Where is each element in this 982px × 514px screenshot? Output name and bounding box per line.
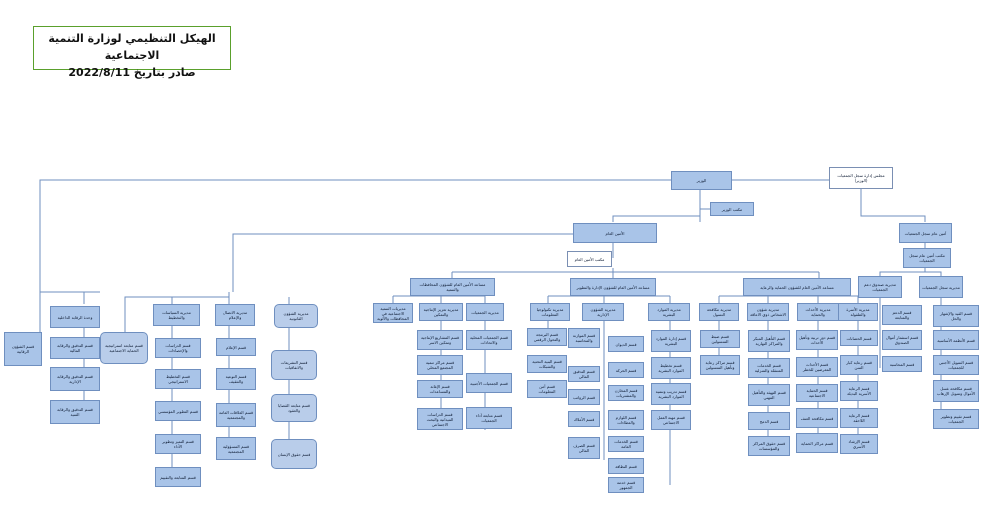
gov-unit-1: قسم المشاريع الإنتاجية وتمكين الاسر	[417, 330, 463, 350]
fund-unit-2: قسم استثمار أموال الصندوق	[882, 330, 922, 350]
unit-audit-box: وحدة الرقابة الداخلية	[50, 306, 100, 328]
assoc-unit-2: قسم الجمعيات الأجنبية	[466, 373, 512, 393]
juven-unit-2: قسم الأحداث المعرضين للخطر	[796, 357, 838, 377]
admin-unit-1: قسم الديوان	[608, 336, 644, 352]
fin-unit-2: قسم التدقيق المالي	[568, 366, 600, 382]
dir-assoc-box: مديرية الجمعيات	[466, 303, 504, 321]
fin-unit-5: قسم الصرف المالي	[568, 437, 600, 459]
dir-it-box: مديرية تكنولوجيا المعلومات	[530, 303, 570, 321]
soc-sec-general-box: أمين عام سجل الجمعيات	[899, 223, 952, 243]
unit-strategy-box: قسم متابعة استراتيجية الحماية الاجتماعية	[100, 332, 148, 364]
sg-office-box: مكتب الأمين العام	[567, 251, 612, 267]
reg-unit-1: قسم القيد والإشهار والحل	[933, 305, 979, 327]
media-unit-2: قسم التوعية والتثقيف	[216, 368, 256, 390]
family-unit-5: قسم الإرشاد الأسري	[840, 434, 878, 454]
gov-unit-3: قسم الإغاثة والمساعدات	[417, 380, 463, 398]
hr-unit-4: قسم مهنة العمل الاجتماعي	[651, 410, 691, 430]
dir-disab-box: مديرية شؤون الاشخاص ذوي الاعاقة	[747, 303, 789, 321]
legal-unit-2: قسم متابعة القضايا والعقود	[271, 394, 317, 422]
assoc-unit-1: قسم الجمعيات المحلية والاتحادات	[466, 330, 512, 350]
admin-unit-4: قسم اللوازم والعطاءات	[608, 410, 644, 430]
juven-unit-5: قسم مراكز الحماية	[796, 433, 838, 453]
family-unit-2: قسم رعاية كبار السن	[840, 355, 878, 375]
media-unit-4: قسم المسؤولية المجتمعية	[216, 437, 256, 460]
juven-unit-3: قسم الحماية الاجتماعية	[796, 384, 838, 402]
dir-media-box: مديرية الاتصال والإعلام	[215, 304, 255, 326]
dir-policy-box: مديرية السياسات والتخطيط	[153, 304, 200, 326]
title-line-2: صادر بتاريخ 2022/8/11	[68, 66, 196, 79]
unit-tech-box: قسم التدقيق والرقابة الفنية	[50, 400, 100, 424]
reg-unit-5: قسم تقييم وتطوير الجمعيات	[933, 409, 979, 429]
fin-unit-3: قسم الرواتب	[568, 389, 600, 405]
family-unit-4: قسم الرعاية اللاحقة	[840, 408, 878, 428]
admin-unit-7: قسم خدمة الجمهور	[608, 477, 644, 493]
dir-field-box: مديريات التنمية الاجتماعية في المحافظات …	[373, 303, 413, 323]
asst-care-box: مساعد الأمين العام للشؤون الحماية والرعا…	[743, 278, 851, 296]
beggar-unit-2: قسم مراكز رعاية وتأهيل المتسولين	[700, 355, 740, 375]
beggar-unit-1: قسم ضبط المتسولين	[700, 330, 740, 348]
title-line-1: الهيكل التنظيمي لوزارة التنمية الاجتماعي…	[48, 32, 216, 62]
reg-unit-2: قسم الأنظمة الأساسية	[933, 330, 979, 350]
dir-gov-support-box: مديرية تعزيز الإنتاجية والتمكين	[419, 303, 463, 321]
fund-unit-3: قسم المحاسبة	[882, 356, 922, 372]
dir-juven-box: مديرية الأحداث والحماية	[797, 303, 839, 321]
it-unit-1: قسم البرمجة والتحول الرقمي	[527, 328, 567, 346]
asst-gov-box: مساعد الأمين العام للشؤون المحافظات والت…	[410, 278, 495, 296]
juven-unit-1: قسم دور تربية وتأهيل الأحداث	[796, 330, 838, 350]
unit-inspect-box: قسم التدقيق والرقابة المالية	[50, 337, 100, 359]
dir-family-box: مديرية الأسرة والطفولة	[838, 303, 878, 321]
fin-unit-1: قسم الموازنة والمحاسبة	[568, 328, 600, 348]
it-unit-2: قسم البنية التحتية والشبكات	[527, 355, 567, 373]
admin-unit-6: قسم النظافة	[608, 458, 644, 474]
legal-unit-1: قسم التشريعات والاتفاقيات	[271, 350, 317, 380]
hr-unit-2: قسم تخطيط الموارد البشرية	[651, 357, 691, 379]
policy-unit-4: قسم التميز وتطوير الأداء	[155, 434, 201, 454]
minister-office-box: مكتب الوزير	[710, 202, 754, 216]
assoc-unit-3: قسم متابعة أداء الجمعيات	[466, 407, 512, 429]
it-unit-3: قسم أمن المعلومات	[527, 380, 567, 398]
policy-unit-2: قسم التخطيط الاستراتيجي	[155, 369, 201, 389]
disab-unit-3: قسم التهيئة والتأهيل المهني	[748, 384, 790, 406]
admin-unit-3: قسم المخازن والمشتريات	[608, 385, 644, 401]
family-unit-1: قسم الحضانات	[840, 330, 878, 346]
disab-unit-4: قسم الدمج	[748, 412, 790, 430]
disab-unit-1: قسم التأهيل المبكر والمراكز النهارية	[748, 330, 790, 352]
dir-hr-box: مديرية الموارد البشرية	[648, 303, 690, 321]
unit-follow-box: قسم التدقيق والرقابة الإدارية	[50, 367, 100, 391]
soc-sg-office-box: مكتب أمين عام سجل الجمعيات	[903, 248, 951, 268]
minister-box: الوزير	[671, 171, 732, 190]
reg-unit-4: قسم مكافحة غسل الأموال وتمويل الإرهاب	[933, 380, 979, 402]
reg-unit-3: قسم التمويل الأجنبي للجمعيات	[933, 355, 979, 375]
policy-unit-5: قسم المتابعة والتقييم	[155, 467, 201, 487]
gov-unit-4: قسم الدراسات الميدانية والبحث الاجتماعي	[417, 408, 463, 430]
dir-soc-fund-box: مديرية صندوق دعم الجمعيات	[858, 276, 902, 298]
council-box: مجلس إدارة سجل الجمعيات (الوزير)	[829, 167, 893, 189]
gov-unit-2: قسم مراكز تنمية المجتمع المحلي	[417, 355, 463, 375]
dir-beggar-box: مديرية مكافحة التسول	[699, 303, 739, 321]
dir-admin-aff-box: مديرية الشؤون الإدارية	[582, 303, 624, 321]
juven-unit-4: قسم مكافحة العنف	[796, 408, 838, 428]
unit-aff-box: قسم الشؤون الرقابية	[4, 332, 42, 366]
media-unit-3: قسم العلاقات العامة والمجتمعية	[216, 403, 256, 427]
asst-admin-box: مساعد الأمين العام للشؤون الإدارة والتطو…	[570, 278, 656, 296]
hr-unit-3: قسم تدريب وتنمية الموارد البشرية	[651, 383, 691, 405]
disab-unit-2: قسم الخدمات المتنقلة والمنزلية	[748, 358, 790, 378]
fin-unit-4: قسم الأملاك	[568, 411, 600, 427]
policy-unit-1: قسم الدراسات والإحصاءات	[155, 338, 201, 358]
fund-unit-1: قسم الدعم والمتابعة	[882, 305, 922, 325]
family-unit-3: قسم الرعاية الأسرية البديلة	[840, 381, 878, 401]
admin-unit-5: قسم الخدمات العامة	[608, 436, 644, 452]
legal-unit-3: قسم حقوق الإنسان	[271, 439, 317, 469]
media-unit-1: قسم الإعلام	[216, 338, 256, 356]
policy-unit-3: قسم التطوير المؤسسي	[155, 401, 201, 421]
admin-unit-2: قسم الحركة	[608, 362, 644, 378]
chart-title: الهيكل التنظيمي لوزارة التنمية الاجتماعي…	[33, 26, 231, 79]
sec-general-box: الأمين العام	[573, 223, 657, 243]
dir-soc-reg-box: مديرية سجل الجمعيات	[919, 276, 963, 298]
hr-unit-1: قسم إدارة الموارد البشرية	[651, 330, 691, 352]
disab-unit-5: قسم حقوق المراكز والمؤسسات	[748, 436, 790, 456]
dir-legal-box: مديرية الشؤون القانونية	[274, 304, 318, 328]
